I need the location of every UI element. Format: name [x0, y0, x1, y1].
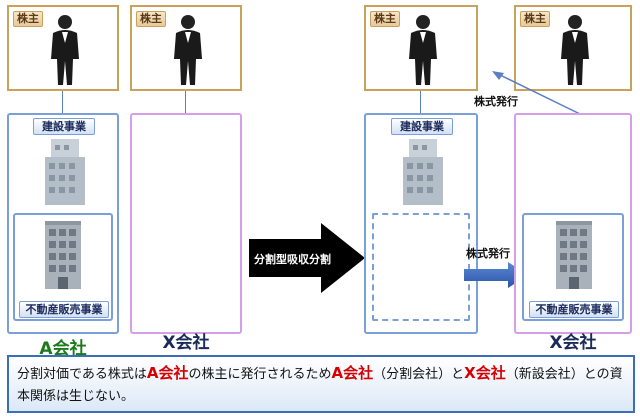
shareholder-box-a-before: 株主 [7, 5, 119, 91]
businessman-icon [51, 15, 79, 85]
company-x-box-before [130, 113, 242, 334]
shareholder-label: 株主 [520, 11, 550, 27]
connector-line [420, 91, 421, 113]
note-emphasis: A会社 [331, 364, 374, 382]
shareholder-box-a-after: 株主 [364, 5, 478, 91]
realestate-division-box: 不動産販売事業 [522, 213, 624, 321]
office-building-icon [556, 221, 592, 289]
right-arrow-icon [249, 223, 365, 293]
stock-issue-arrow [492, 71, 581, 115]
company-a-label: A会社 [39, 339, 87, 359]
businessman-icon [561, 15, 589, 85]
explanation-note: 分割対価である株式はA会社の株主に発行されるためA会社（分割会社）とX会社（新設… [7, 355, 635, 413]
construction-business-label: 建設事業 [33, 118, 95, 135]
company-x-label: X会社 [162, 333, 210, 353]
realestate-business-label: 不動産販売事業 [19, 301, 109, 318]
transferred-division-placeholder [372, 213, 470, 321]
shareholder-label: 株主 [13, 11, 43, 27]
shareholder-box-x-after: 株主 [514, 5, 632, 91]
note-text: （新設会社）との資本関係は生じない。 [17, 367, 623, 404]
shareholder-label: 株主 [370, 11, 400, 27]
connector-line [185, 91, 186, 113]
note-emphasis: X会社 [464, 364, 506, 382]
construction-business-label: 建設事業 [391, 118, 453, 135]
office-building-icon [45, 221, 81, 289]
company-a-box-before: 建設事業 不動産販売事業 [7, 113, 119, 334]
company-a-box-after: 建設事業 [364, 113, 478, 334]
note-emphasis: A会社 [146, 364, 189, 382]
split-type-absorption-label: 分割型吸収分割 [254, 253, 331, 266]
company-x-box-after: 不動産販売事業 [514, 113, 632, 334]
stock-issue-label-top: 株式発行 [474, 95, 518, 108]
note-text: （分割会社）と [373, 367, 465, 382]
realestate-business-label: 不動産販売事業 [529, 301, 619, 318]
realestate-division-box: 不動産販売事業 [13, 213, 113, 321]
businessman-icon [174, 15, 202, 85]
shareholder-label: 株主 [136, 11, 166, 27]
connector-line [62, 91, 63, 113]
note-text: の株主に発行されるため [188, 367, 332, 382]
office-building-icon [45, 139, 85, 205]
stock-issue-label-mid: 株式発行 [466, 247, 510, 260]
businessman-icon [409, 15, 437, 85]
company-x-label: X会社 [549, 333, 597, 353]
office-building-icon [403, 139, 443, 205]
note-text: 分割対価である株式は [17, 367, 147, 382]
shareholder-box-x-before: 株主 [130, 5, 242, 91]
right-arrow-icon [464, 262, 528, 288]
